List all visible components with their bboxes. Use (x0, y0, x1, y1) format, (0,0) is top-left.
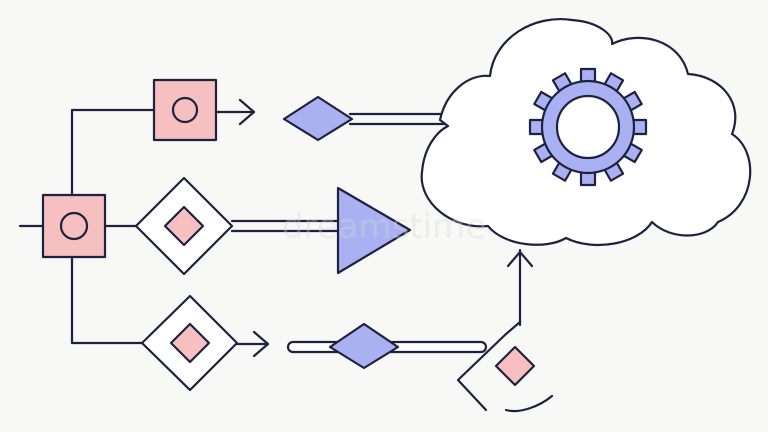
top-process-circle (171, 96, 199, 124)
connector-top-branch (70, 108, 156, 198)
connector-bottom-branch (70, 254, 144, 345)
bottom-arrow-head (252, 330, 270, 358)
partial-diamond-inner (494, 345, 536, 387)
partial-diamond-curl (504, 394, 554, 413)
top-arrow-head (238, 98, 256, 126)
top-process-box (152, 78, 218, 142)
connector-lines (18, 108, 156, 345)
partial-diamond-outline (456, 320, 522, 412)
play-triangle (336, 186, 412, 275)
start-process-circle (59, 211, 89, 241)
bottom-decision-blue (328, 322, 400, 370)
up-arrow-head (506, 250, 534, 268)
start-process-box (41, 193, 107, 259)
middle-decision-inner (163, 205, 205, 247)
watermark-text: dreamstime (282, 207, 486, 247)
bottom-decision-inner (169, 322, 211, 364)
top-decision-diamond (282, 95, 354, 142)
gear-icon (528, 67, 648, 187)
